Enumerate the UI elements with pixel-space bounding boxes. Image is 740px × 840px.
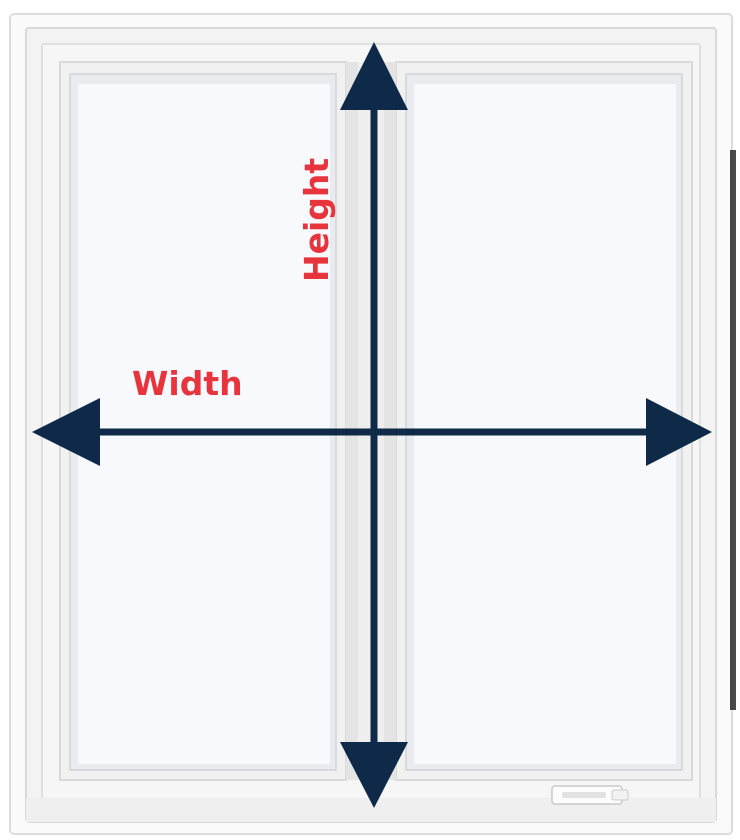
- height-label: Height: [297, 158, 336, 282]
- width-label: Width: [132, 364, 243, 403]
- right-glass-pane: [414, 84, 676, 764]
- left-glass-pane: [78, 84, 330, 764]
- crank-handle-icon: [552, 786, 628, 804]
